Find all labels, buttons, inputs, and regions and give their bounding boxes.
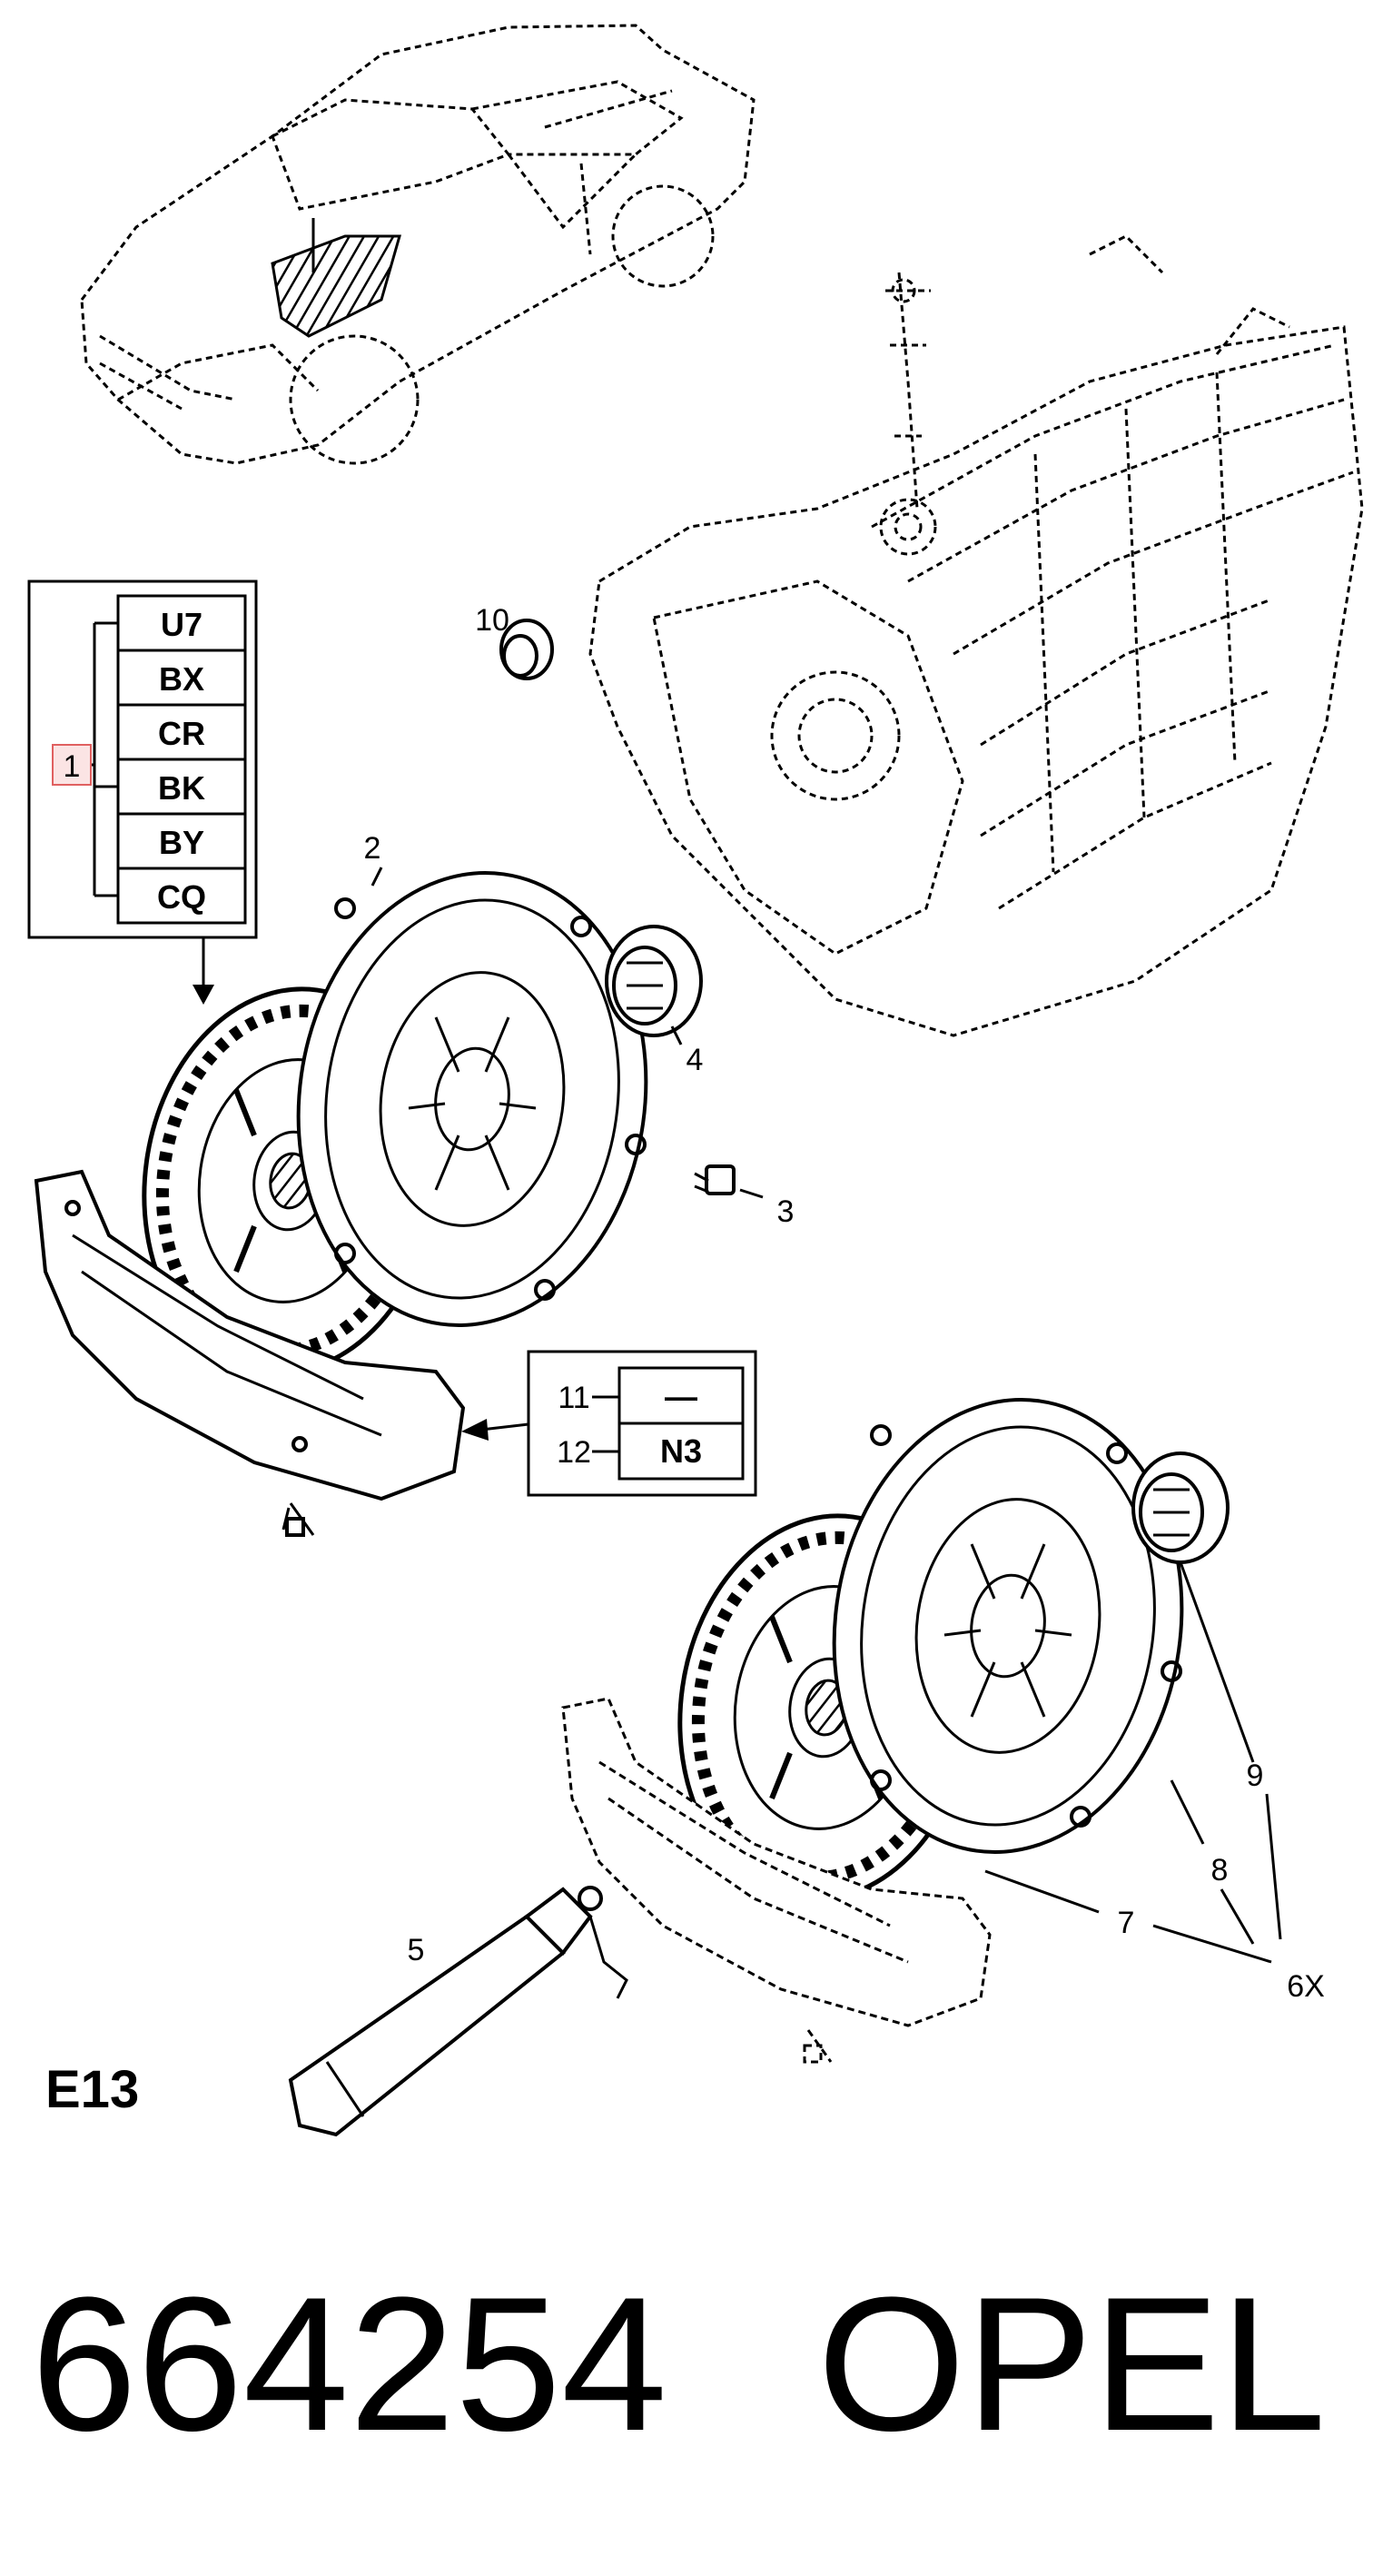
group-code: E13: [45, 2060, 140, 2119]
pressure-plate-lower: [832, 1398, 1184, 1854]
variant-code-6: CQ: [157, 878, 206, 916]
ref-1-highlight: [52, 744, 92, 786]
option-code-12: N3: [660, 1432, 702, 1470]
bolt-upper: [694, 1164, 736, 1195]
grease-tube: [288, 1886, 628, 2137]
option-table: 11 12 — N3: [461, 1350, 757, 1497]
leader-lines: [370, 867, 1282, 1964]
callout-7: 7: [1118, 1906, 1135, 1940]
variant-code-1: U7: [161, 606, 202, 643]
part-number: 664254: [31, 2257, 667, 2471]
variant-code-5: BY: [159, 824, 204, 861]
bushing: [499, 619, 554, 680]
callout-10: 10: [475, 603, 509, 638]
release-bearing-lower: [1131, 1451, 1230, 1564]
car-hood-highlight: [271, 218, 401, 338]
callout-8: 8: [1211, 1853, 1229, 1887]
cover-plate-upper: [34, 1169, 466, 1537]
gearbox-illustration: [588, 234, 1364, 1037]
brand-name: OPEL: [817, 2257, 1327, 2471]
callout-4: 4: [686, 1043, 704, 1077]
variant-code-2: BX: [159, 660, 204, 698]
option-ref-11: 11: [558, 1381, 589, 1415]
ref-1-label: 1: [64, 749, 81, 784]
release-bearing-upper: [605, 925, 703, 1037]
callout-9: 9: [1247, 1759, 1264, 1793]
variant-table: U7 BX CR BK BY CQ 1: [27, 580, 258, 1005]
callout-5: 5: [408, 1933, 425, 1967]
pressure-plate-upper: [296, 871, 648, 1327]
callout-2: 2: [364, 831, 381, 866]
cover-plate-lower: [561, 1697, 992, 2064]
variant-code-4: BK: [158, 769, 205, 807]
variant-code-3: CR: [158, 715, 205, 752]
option-ref-12: 12: [557, 1435, 591, 1470]
car-illustration: [80, 24, 756, 465]
callout-3: 3: [777, 1194, 795, 1229]
option-code-11: —: [665, 1378, 697, 1415]
callout-6x: 6X: [1287, 1969, 1325, 2004]
